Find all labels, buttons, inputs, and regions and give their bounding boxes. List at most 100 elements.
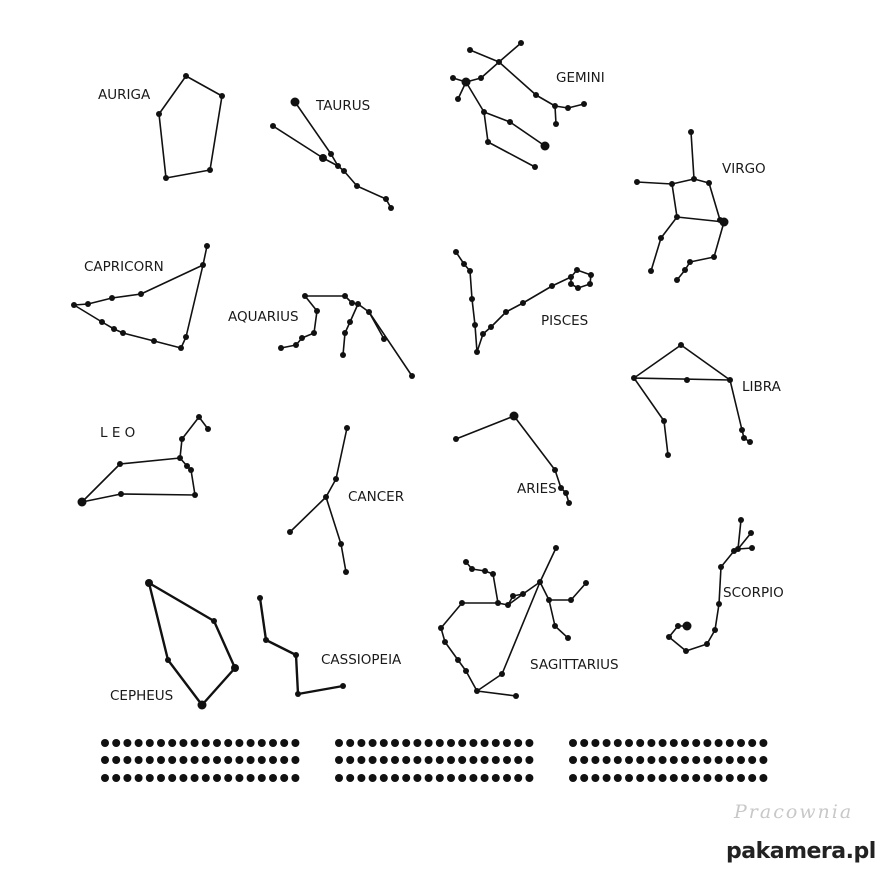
decorative-dot (402, 756, 411, 764)
decorative-dot (168, 739, 177, 747)
cancer-star (343, 569, 349, 575)
libra-star (741, 435, 747, 441)
pisces-star (587, 281, 593, 287)
decorative-dot (224, 774, 233, 782)
pisces-label: PISCES (541, 313, 588, 329)
libra-star (747, 439, 753, 445)
aquarius-star (366, 309, 372, 315)
decorative-dot (112, 739, 121, 747)
gemini-star (552, 103, 558, 109)
decorative-dot (725, 774, 734, 782)
cassiopeia-star (295, 691, 301, 697)
capricorn-constellation (71, 243, 210, 351)
scorpio-star (731, 548, 737, 554)
decorative-dot (569, 774, 577, 782)
decorative-dot (435, 774, 444, 782)
decorative-dot (168, 774, 177, 782)
aquarius-line (368, 311, 385, 340)
decorative-dot (179, 774, 188, 782)
aquarius-star (314, 308, 320, 314)
cancer-star (333, 476, 339, 482)
decorative-dot (145, 739, 154, 747)
aquarius-star (340, 352, 346, 358)
scorpio-star (712, 627, 718, 633)
decorative-dot (469, 739, 478, 747)
sagittarius-star (490, 571, 496, 577)
decorative-dot (636, 756, 645, 764)
dot-row-group (101, 739, 300, 782)
decorative-dot (190, 756, 199, 764)
libra-line (633, 377, 669, 456)
virgo-star (688, 129, 694, 135)
scorpio-star (683, 648, 689, 654)
aquarius-star (311, 330, 317, 336)
aries-constellation (453, 411, 572, 506)
gemini-star (455, 96, 461, 102)
sagittarius-star (552, 623, 558, 629)
capricorn-star (109, 295, 115, 301)
decorative-dot (737, 756, 745, 764)
decorative-dot (625, 739, 633, 747)
decorative-dot (480, 756, 489, 764)
cepheus-star (145, 579, 153, 587)
decorative-dot (759, 774, 768, 782)
decorative-dot (447, 774, 455, 782)
pisces-star (574, 267, 580, 273)
decorative-dot (291, 774, 300, 782)
decorative-dot (692, 774, 701, 782)
decorative-dot (391, 739, 399, 747)
decorative-dot (658, 756, 667, 764)
decorative-dot (134, 739, 143, 747)
taurus-star (319, 154, 327, 162)
decorative-dot (503, 756, 511, 764)
virgo-constellation (634, 129, 729, 283)
decorative-dot (257, 756, 266, 764)
virgo-star (674, 214, 680, 220)
virgo-star (719, 217, 729, 227)
cepheus-label: CEPHEUS (110, 688, 173, 704)
decorative-dot (145, 756, 154, 764)
decorative-dot (201, 756, 210, 764)
sagittarius-star (463, 559, 469, 565)
decorative-dot (224, 756, 233, 764)
libra-star (678, 342, 684, 348)
watermark: Pracownia pakamera.pl (726, 801, 876, 864)
decorative-dot (491, 739, 500, 747)
aquarius-star (355, 301, 361, 307)
sagittarius-star (553, 545, 559, 551)
decorative-dot (413, 739, 422, 747)
decorative-dot (580, 739, 589, 747)
sagittarius-constellation (438, 545, 589, 699)
decorative-dot (714, 774, 723, 782)
decorative-dot (591, 739, 600, 747)
decorative-dot (179, 739, 188, 747)
decorative-dot (413, 774, 422, 782)
cepheus-star (231, 664, 239, 672)
decorative-dot (759, 739, 768, 747)
auriga-constellation (156, 73, 225, 181)
libra-label: LIBRA (742, 379, 782, 395)
cancer-star (323, 494, 329, 500)
aquarius-star (342, 293, 348, 299)
decorative-dot (368, 756, 377, 764)
decorative-dot (625, 756, 633, 764)
pisces-star (520, 300, 526, 306)
decorative-dot (480, 774, 489, 782)
leo-star (205, 426, 211, 432)
decorative-dot (435, 739, 444, 747)
aries-star (453, 436, 459, 442)
cepheus-star (165, 657, 171, 663)
decorative-dot (748, 739, 757, 747)
libra-constellation (631, 342, 753, 458)
aquarius-label: AQUARIUS (228, 309, 299, 325)
gemini-star (461, 77, 471, 87)
decorative-dot (112, 774, 121, 782)
decorative-dot (101, 774, 109, 782)
libra-star (665, 452, 671, 458)
scorpio-star (716, 601, 722, 607)
decorative-dot (335, 774, 343, 782)
pisces-constellation (453, 249, 594, 355)
sagittarius-star (537, 579, 543, 585)
decorative-dot (569, 756, 577, 764)
